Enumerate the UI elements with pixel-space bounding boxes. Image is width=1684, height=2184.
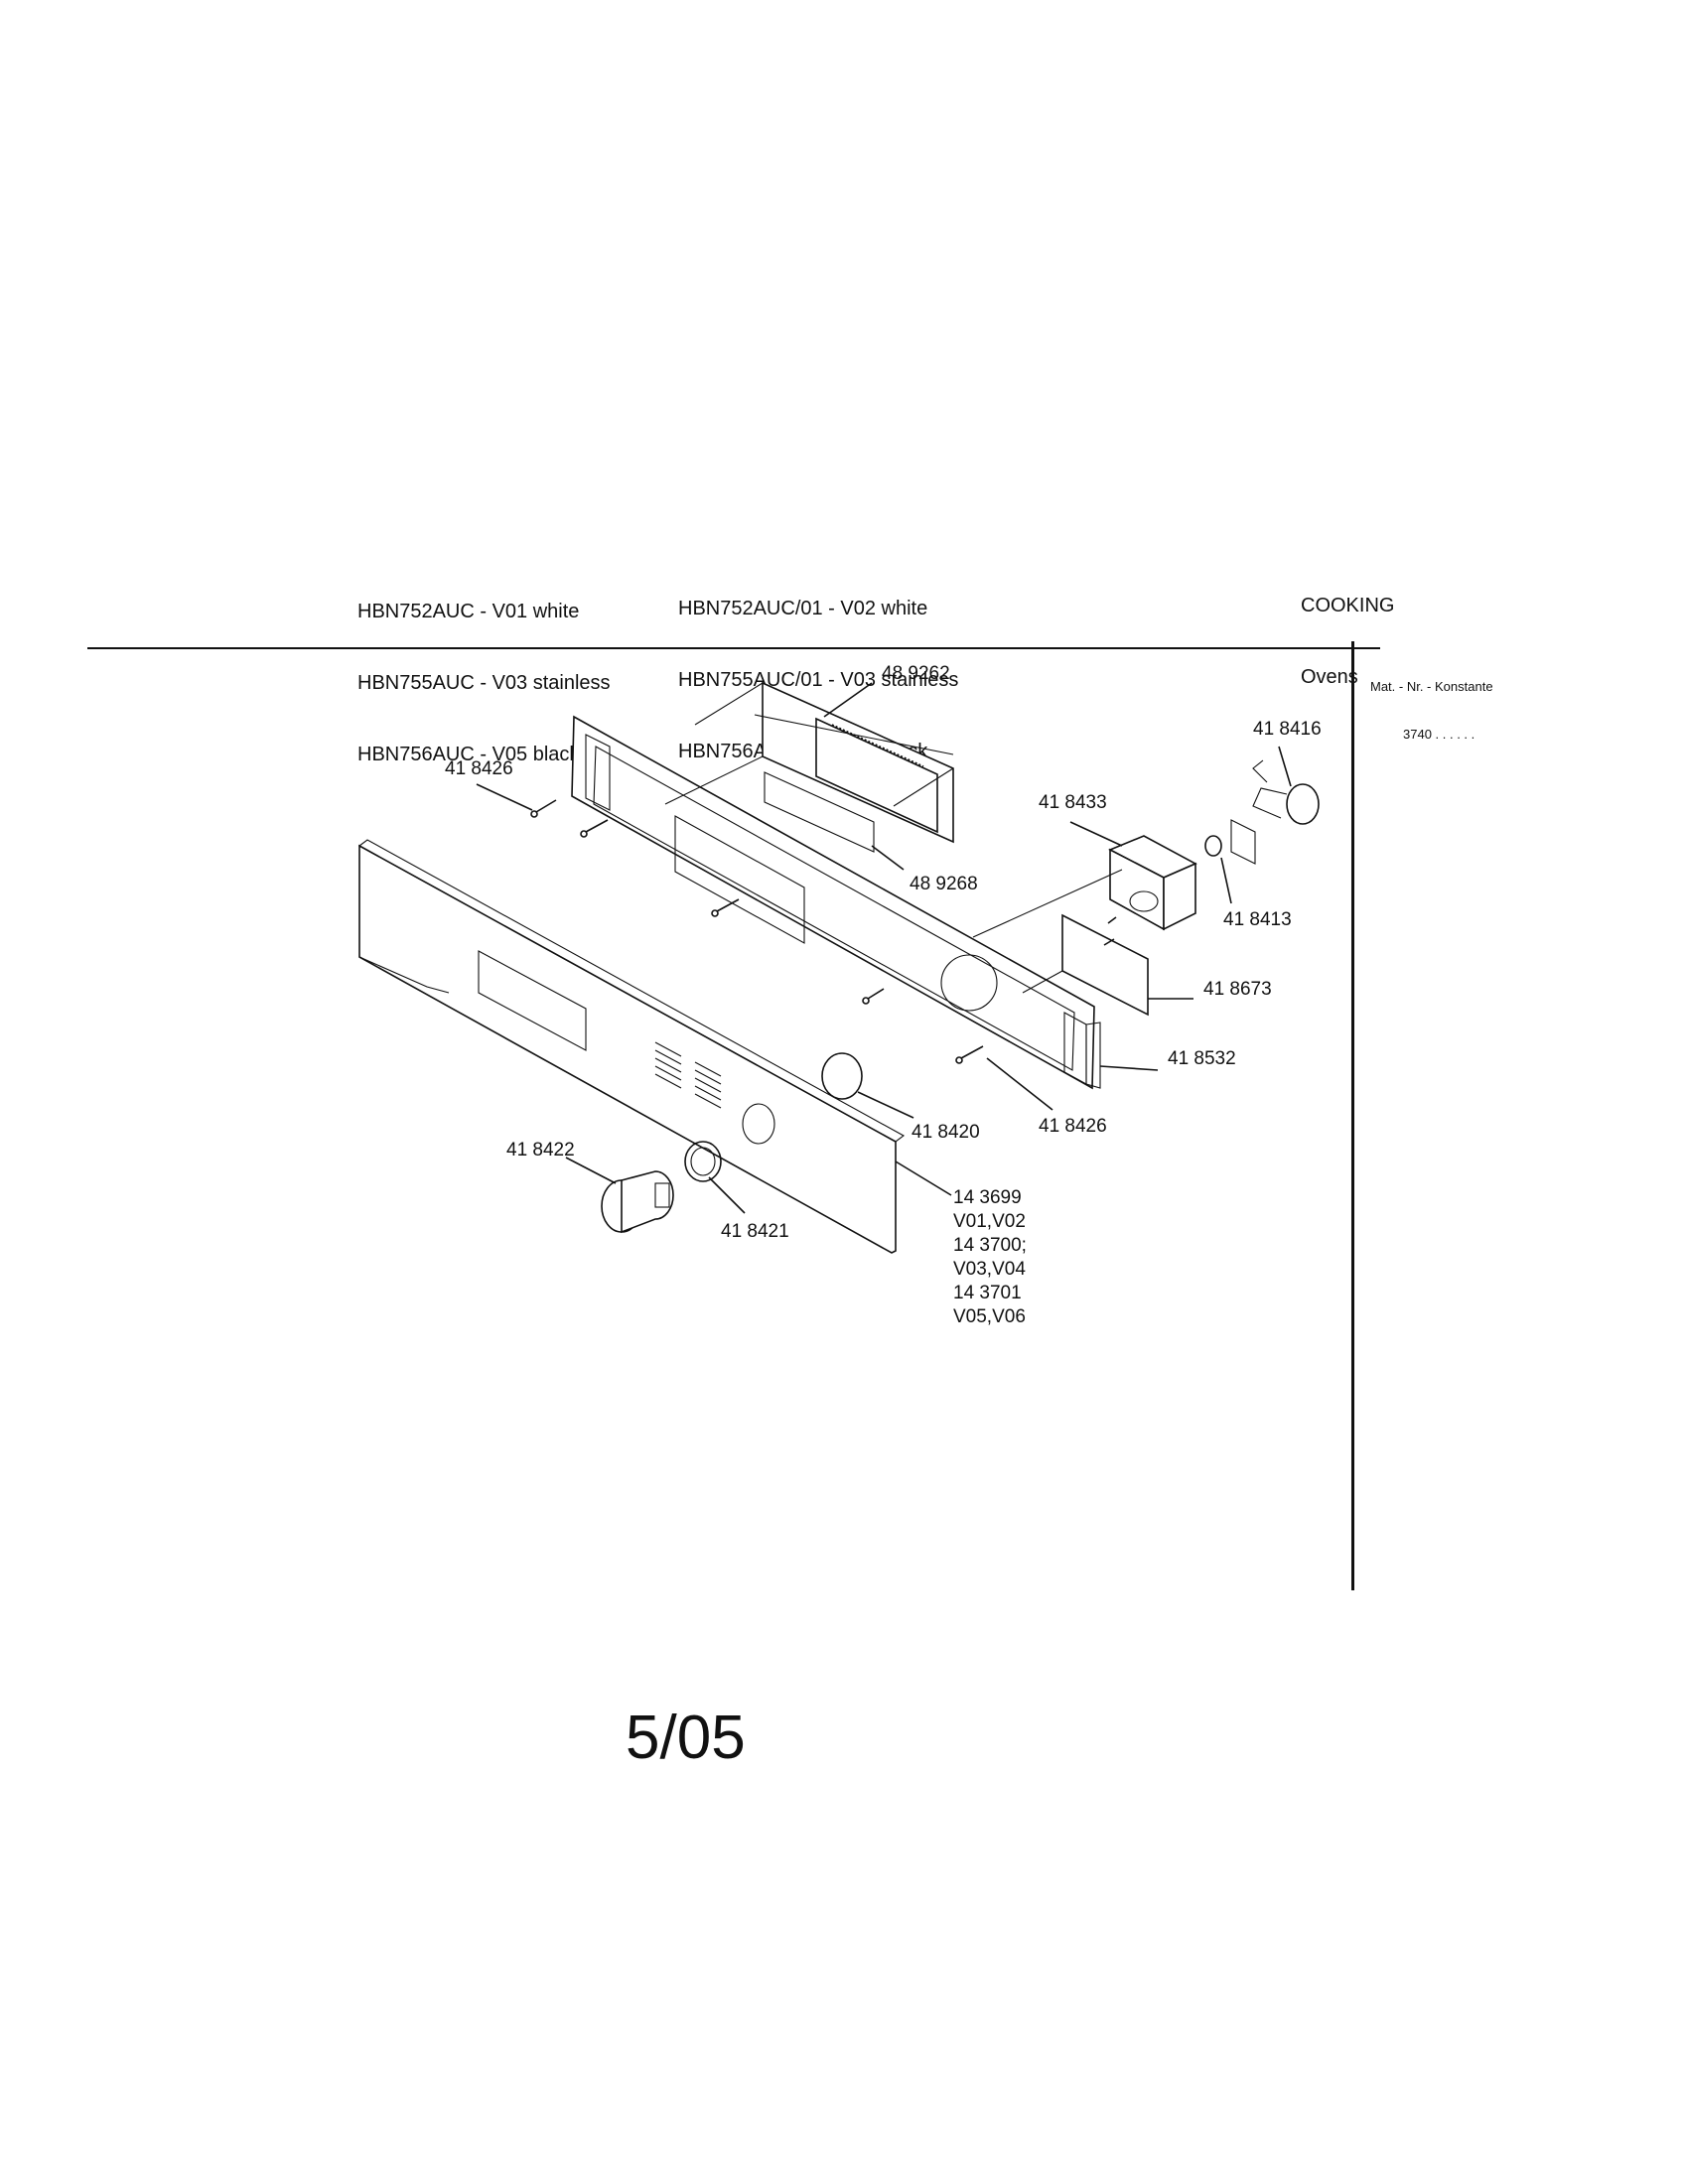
- mat-nr-label: Mat. - Nr. - Konstante: [1370, 679, 1493, 694]
- model-line: HBN752AUC/01 - V02 white: [678, 598, 928, 619]
- part-label-41-8422: 41 8422: [506, 1140, 575, 1160]
- category-subtitle: Ovens: [1301, 666, 1358, 688]
- part-label-41-8673: 41 8673: [1203, 979, 1272, 1000]
- board-shape: [1061, 913, 1149, 1017]
- part-label-41-8413: 41 8413: [1223, 909, 1292, 930]
- panel-label-line: V01,V02: [953, 1211, 1026, 1232]
- part-label-41-8421: 41 8421: [721, 1221, 789, 1242]
- panel-label-line: V05,V06: [953, 1306, 1026, 1327]
- page-number: 5/05: [626, 1704, 746, 1772]
- ring-seal-shape: [821, 1052, 863, 1100]
- header-divider: [87, 647, 1380, 649]
- circuit-board-shape: [762, 681, 954, 853]
- control-frame-shape: [571, 714, 1101, 1090]
- motor-shape: [1204, 759, 1320, 865]
- part-label-41-8433: 41 8433: [1039, 792, 1107, 813]
- panel-label-line: 14 3701: [953, 1283, 1022, 1303]
- front-panel-shape: [357, 839, 906, 1254]
- bracket-shape: [1108, 835, 1197, 931]
- model-list-left: HBN752AUC - V01 white HBN755AUC - V03 st…: [357, 552, 611, 790]
- panel-label-line: 14 3700;: [953, 1235, 1027, 1256]
- screws: [530, 799, 1117, 1064]
- part-label-front-panel: 14 3699 V01,V02 14 3700; V03,V04 14 3701…: [953, 1187, 1027, 1327]
- construction-lines: [664, 682, 1123, 994]
- model-line: HBN756AUC - V05 black: [357, 744, 580, 765]
- mat-nr-block: Mat. - Nr. - Konstante 3740 . . . . . .: [1370, 647, 1493, 758]
- part-label-41-8416: 41 8416: [1253, 719, 1322, 740]
- part-label-48-9262: 48 9262: [882, 663, 950, 684]
- knob-shape: [601, 1141, 722, 1234]
- part-label-41-8532: 41 8532: [1168, 1048, 1236, 1069]
- part-label-48-9268: 48 9268: [910, 874, 978, 894]
- model-line: HBN755AUC - V03 stainless: [357, 672, 611, 694]
- category-title: COOKING: [1301, 595, 1395, 616]
- category-block: COOKING Ovens: [1301, 546, 1394, 713]
- side-divider: [1351, 641, 1354, 1590]
- part-label-41-8426-top: 41 8426: [445, 758, 513, 779]
- part-label-41-8426-bottom: 41 8426: [1039, 1116, 1107, 1137]
- model-line: HBN752AUC - V01 white: [357, 601, 580, 622]
- part-label-41-8420: 41 8420: [912, 1122, 980, 1143]
- leader-lines: [476, 682, 1292, 1214]
- panel-label-line: V03,V04: [953, 1259, 1026, 1280]
- mat-nr-value: 3740 . . . . . .: [1403, 727, 1475, 742]
- model-line: HBN755AUC/01 - V03 stainless: [678, 669, 959, 691]
- panel-label-line: 14 3699: [953, 1187, 1022, 1208]
